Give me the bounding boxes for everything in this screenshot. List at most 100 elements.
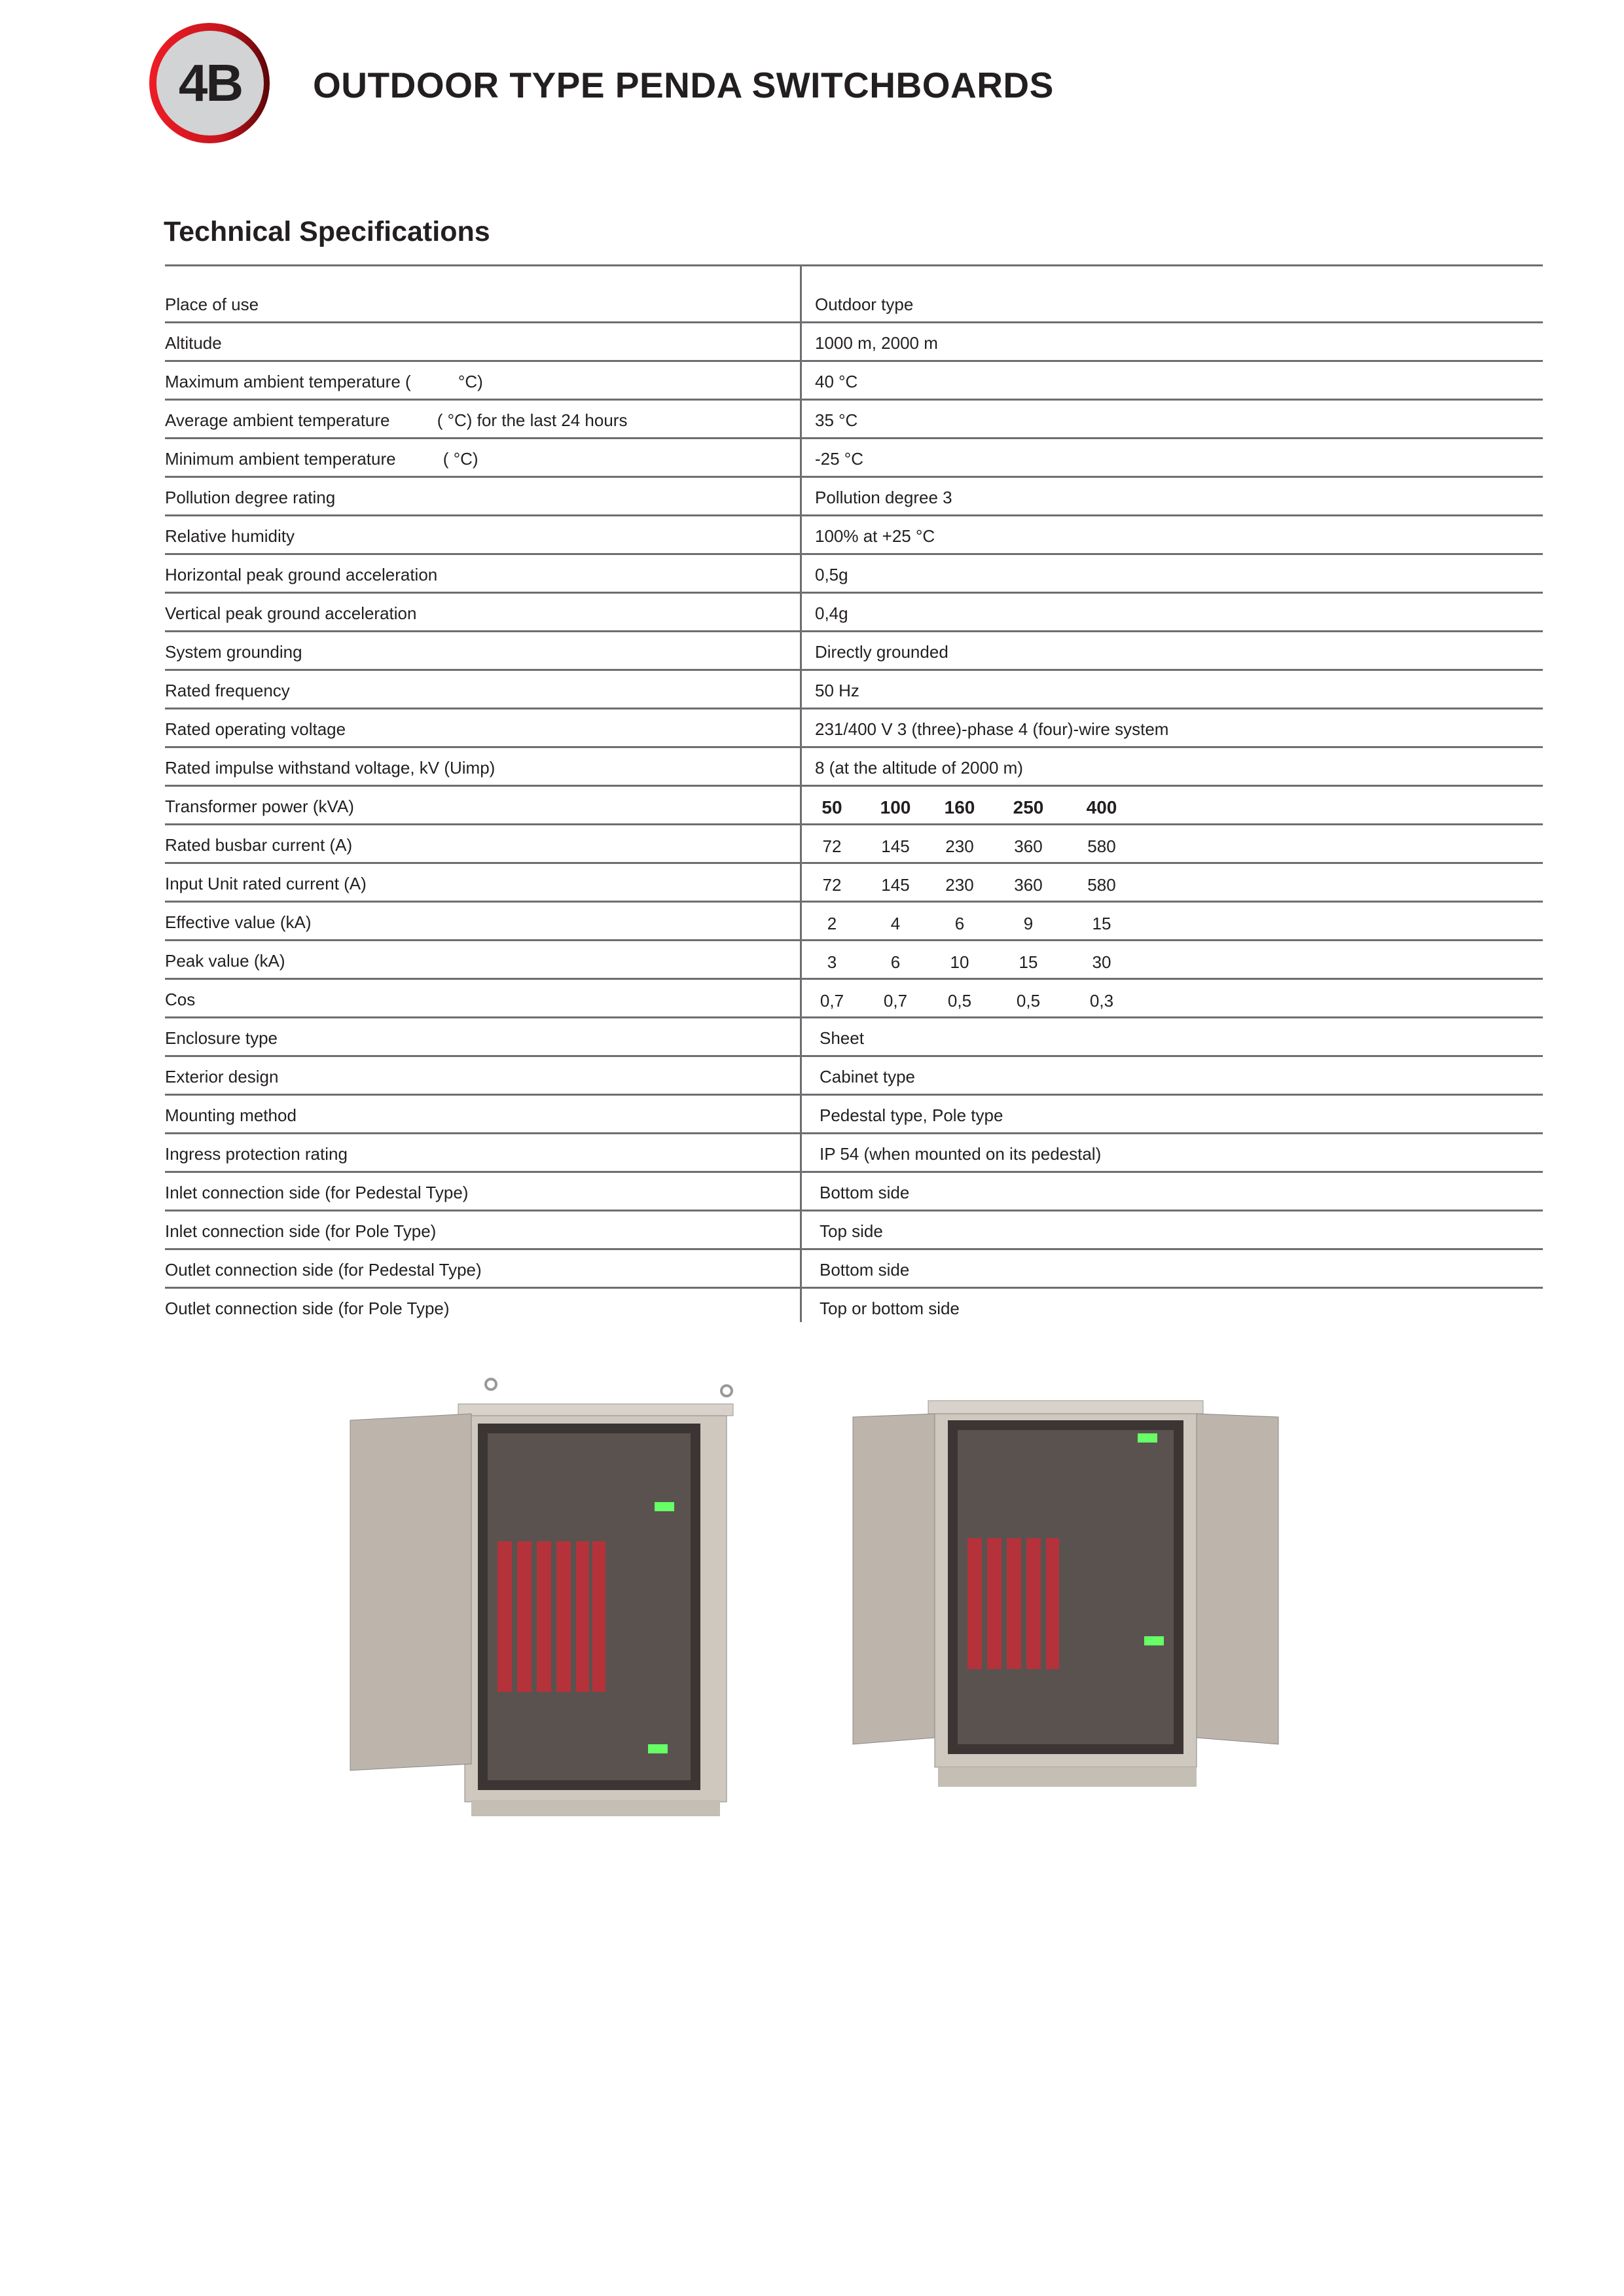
spec-row: Inlet connection side (for Pedestal Type… bbox=[165, 1173, 1543, 1211]
spec-value: 1000 m, 2000 m bbox=[815, 333, 938, 353]
spec-row: Mounting method Pedestal type, Pole type bbox=[165, 1096, 1543, 1134]
spec-label: Pollution degree rating bbox=[165, 488, 336, 507]
spec-row: Enclosure type Sheet bbox=[165, 1018, 1543, 1057]
spec-label: Enclosure type bbox=[165, 1028, 278, 1048]
rating-value: 0,5 bbox=[1016, 991, 1041, 1011]
cabinet-photo-pole bbox=[852, 1400, 1279, 1787]
rating-value: 0,5 bbox=[947, 991, 972, 1011]
rating-label: Input Unit rated current (A) bbox=[165, 874, 367, 893]
rating-value: 580 bbox=[1087, 836, 1116, 856]
spec-value: 100% at +25 °C bbox=[815, 526, 935, 546]
spec-label: Inlet connection side (for Pole Type) bbox=[165, 1221, 437, 1241]
spec-row: Minimum ambient temperature ( °C) -25 °C bbox=[165, 439, 1543, 478]
rating-label: Rated busbar current (A) bbox=[165, 835, 353, 855]
spec-label: Rated impulse withstand voltage, kV (Uim… bbox=[165, 758, 496, 778]
rating-value: 0,3 bbox=[1089, 991, 1114, 1011]
rating-value: 15 bbox=[1019, 952, 1038, 972]
rating-value: 100 bbox=[880, 797, 911, 817]
spec-row: Rated operating voltage 231/400 V 3 (thre… bbox=[165, 709, 1543, 748]
column-divider bbox=[800, 264, 802, 1322]
spec-label: Relative humidity bbox=[165, 526, 295, 546]
rating-value: 72 bbox=[822, 836, 842, 856]
rating-value: 145 bbox=[881, 875, 910, 895]
rating-value: 10 bbox=[950, 952, 969, 972]
spec-row: Rated impulse withstand voltage, kV (Uim… bbox=[165, 748, 1543, 787]
rating-value: 250 bbox=[1013, 797, 1044, 817]
spec-label: Outlet connection side (for Pole Type) bbox=[165, 1299, 450, 1318]
rating-value: 230 bbox=[945, 875, 974, 895]
spec-row: Rated frequency 50 Hz bbox=[165, 671, 1543, 709]
rating-value: 72 bbox=[822, 875, 842, 895]
spec-value: Pedestal type, Pole type bbox=[820, 1105, 1003, 1125]
spec-row: Ingress protection rating IP 54 (when mou… bbox=[165, 1134, 1543, 1173]
rating-row: Transformer power (kVA) 50 100 160 250 400 bbox=[165, 787, 1543, 825]
spec-label: Exterior design bbox=[165, 1067, 279, 1086]
rating-value: 6 bbox=[890, 952, 901, 972]
rating-label: Effective value (kA) bbox=[165, 912, 312, 932]
rating-label: Cos bbox=[165, 990, 196, 1009]
spec-value: IP 54 (when mounted on its pedestal) bbox=[820, 1144, 1102, 1164]
rating-value: 3 bbox=[827, 952, 837, 972]
rating-label: Peak value (kA) bbox=[165, 951, 285, 971]
spec-row: Pollution degree rating Pollution degree … bbox=[165, 478, 1543, 516]
spec-row: Maximum ambient temperature ( °C) 40 °C bbox=[165, 362, 1543, 401]
spec-label: Ingress protection rating bbox=[165, 1144, 348, 1164]
spec-label: Rated operating voltage bbox=[165, 719, 346, 739]
spec-value: 231/400 V 3 (three)-phase 4 (four)-wire … bbox=[815, 719, 1169, 739]
rating-value: 400 bbox=[1086, 797, 1117, 817]
spec-value: Top side bbox=[820, 1221, 883, 1241]
spec-value: 8 (at the altitude of 2000 m) bbox=[815, 758, 1023, 778]
spec-value: 40 °C bbox=[815, 372, 858, 391]
spec-label: Inlet connection side (for Pedestal Type… bbox=[165, 1183, 469, 1202]
spec-value: Directly grounded bbox=[815, 642, 948, 662]
rating-value: 160 bbox=[944, 797, 975, 817]
rating-value: 6 bbox=[954, 914, 965, 933]
spec-label: Outlet connection side (for Pedestal Typ… bbox=[165, 1260, 482, 1280]
page-title: OUTDOOR TYPE PENDA SWITCHBOARDS bbox=[313, 65, 1054, 105]
rating-label: Transformer power (kVA) bbox=[165, 797, 354, 816]
rating-value: 0,7 bbox=[820, 991, 844, 1011]
spec-label: Maximum ambient temperature ( °C) bbox=[165, 372, 483, 391]
spec-value: Bottom side bbox=[820, 1260, 910, 1280]
spec-value: 0,5g bbox=[815, 565, 848, 584]
spec-label: Rated frequency bbox=[165, 681, 290, 700]
section-badge-label: 4B bbox=[156, 31, 264, 135]
spec-row: Relative humidity 100% at +25 °C bbox=[165, 516, 1543, 555]
rating-value: 50 bbox=[821, 797, 842, 817]
spec-value: Top or bottom side bbox=[820, 1299, 960, 1318]
spec-row: Inlet connection side (for Pole Type) Top… bbox=[165, 1211, 1543, 1250]
spec-value: Outdoor type bbox=[815, 295, 914, 314]
cabinet-photo-pedestal bbox=[350, 1378, 734, 1816]
spec-row: Average ambient temperature ( °C) for th… bbox=[165, 401, 1543, 439]
spec-row: Outlet connection side (for Pole Type) To… bbox=[165, 1289, 1543, 1325]
section-title: Technical Specifications bbox=[164, 216, 490, 247]
spec-label: Place of use bbox=[165, 295, 259, 314]
rating-row: Peak value (kA) 3 6 10 15 30 bbox=[165, 941, 1543, 980]
rating-value: 145 bbox=[881, 836, 910, 856]
rating-value: 580 bbox=[1087, 875, 1116, 895]
spec-value: 50 Hz bbox=[815, 681, 859, 700]
rating-row: Input Unit rated current (A) 72 145 230 360 5… bbox=[165, 864, 1543, 903]
rating-value: 0,7 bbox=[883, 991, 908, 1011]
spec-row: Place of use Outdoor type bbox=[165, 266, 1543, 323]
rating-value: 30 bbox=[1092, 952, 1111, 972]
spec-label: Minimum ambient temperature ( °C) bbox=[165, 449, 478, 469]
spec-label: Average ambient temperature ( °C) for th… bbox=[165, 410, 628, 430]
rating-value: 230 bbox=[945, 836, 974, 856]
spec-value: -25 °C bbox=[815, 449, 863, 469]
spec-value: 0,4g bbox=[815, 603, 848, 623]
spec-value: Pollution degree 3 bbox=[815, 488, 952, 507]
rating-row: Cos 0,7 0,7 0,5 0,5 0,3 bbox=[165, 980, 1543, 1018]
rating-value: 360 bbox=[1014, 875, 1043, 895]
spec-value: Sheet bbox=[820, 1028, 864, 1048]
rating-value: 2 bbox=[827, 914, 837, 933]
spec-value: Bottom side bbox=[820, 1183, 910, 1202]
spec-label: Mounting method bbox=[165, 1105, 297, 1125]
section-badge: 4B bbox=[149, 23, 270, 143]
rating-value: 4 bbox=[890, 914, 901, 933]
